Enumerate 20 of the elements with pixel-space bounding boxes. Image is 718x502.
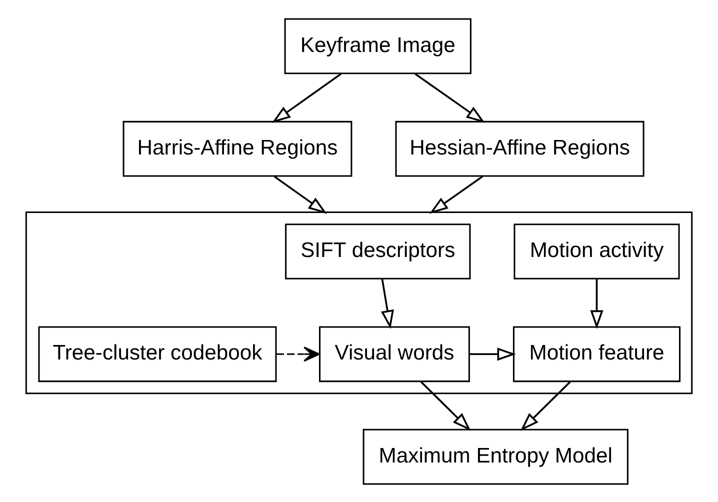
arrow [520,380,571,430]
node-box: Motion feature [512,326,681,382]
arrow [470,347,516,360]
arrow [272,72,342,122]
cluster [25,211,693,394]
arrow [590,278,604,329]
node-box: Harris-Affine Regions [122,120,352,176]
node-box: Keyframe Image [284,18,472,74]
arrow [276,346,320,362]
arrow [420,380,471,430]
arrow [274,175,327,214]
node-box: Maximum Entropy Model [362,428,628,484]
node-box: Tree-cluster codebook [38,326,277,382]
arrow [414,72,485,122]
node-box: Hessian-Affine Regions [395,120,644,176]
node-box: SIFT descriptors [285,223,471,279]
node-box: Motion activity [514,223,680,279]
arrow [380,278,394,328]
node-box: Visual words [319,326,470,382]
arrow [429,175,483,214]
